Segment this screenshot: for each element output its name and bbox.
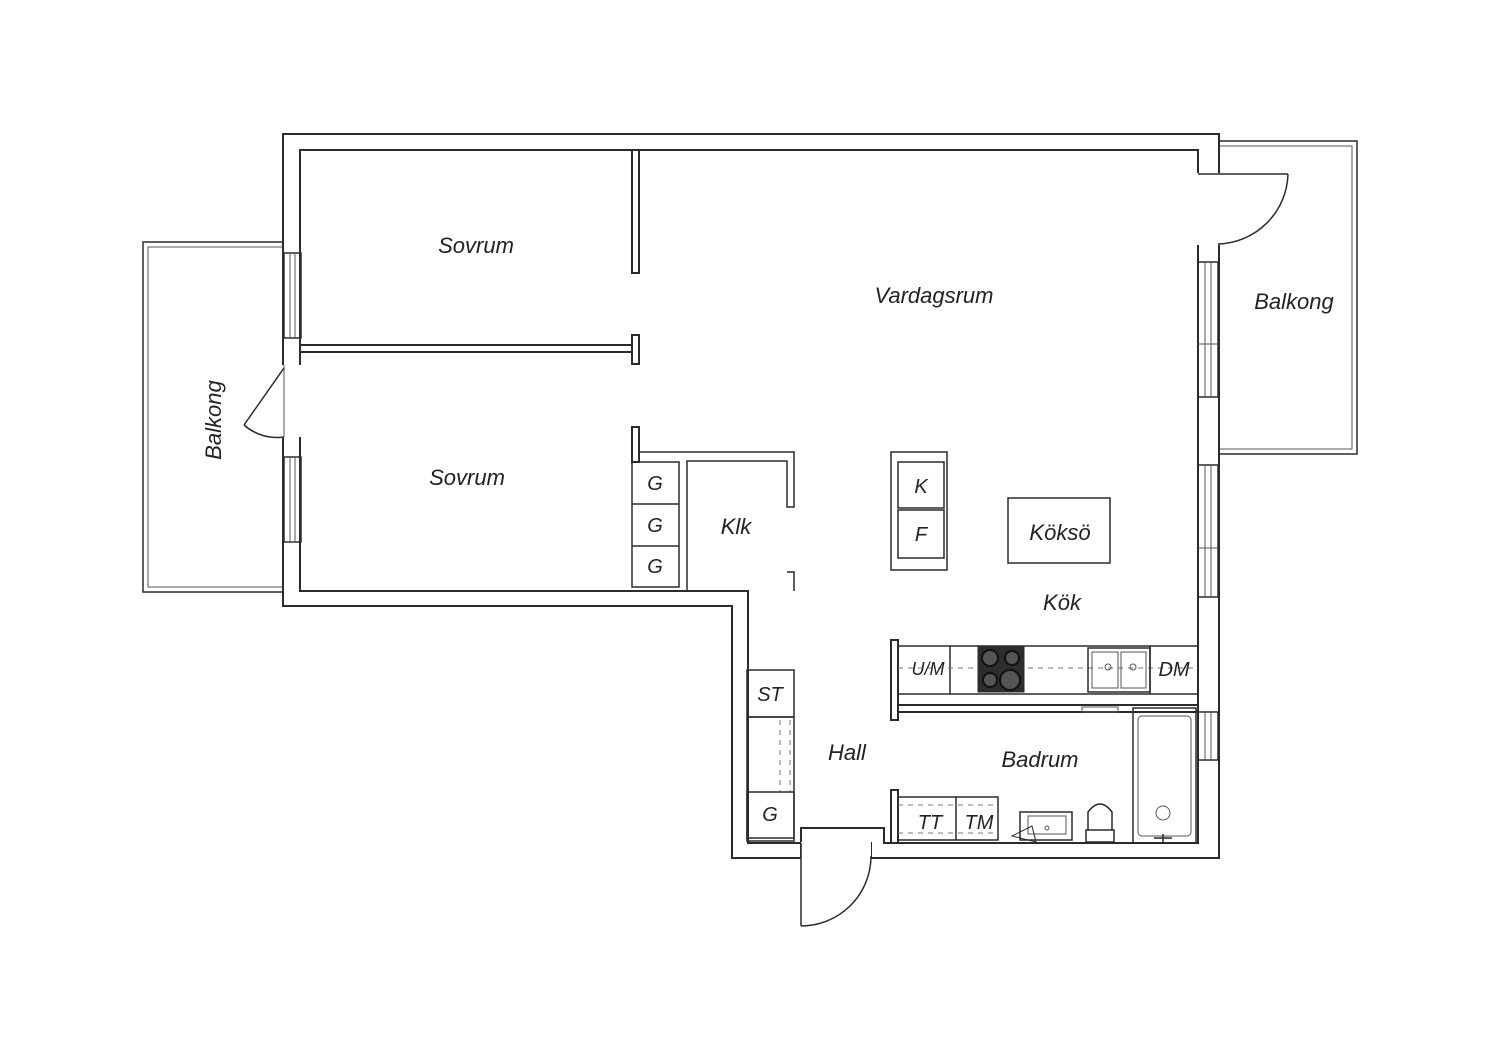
- freezer-label: F: [915, 524, 929, 546]
- hall-cabinets: [746, 669, 795, 842]
- dishwasher-label: DM: [1158, 659, 1189, 681]
- wardrobe-3-label: G: [647, 556, 663, 578]
- bathroom-fixtures: [897, 706, 1197, 844]
- room-label-walk-in-closet: Klk: [721, 514, 753, 539]
- kitchen-counter: [897, 645, 1199, 695]
- room-label-living-room: Vardagsrum: [874, 283, 993, 308]
- room-label-bedroom-bottom: Sovrum: [429, 465, 505, 490]
- washing-machine-label: TM: [965, 812, 994, 834]
- room-label-kitchen: Kök: [1043, 590, 1082, 615]
- room-label-bedroom-top: Sovrum: [438, 233, 514, 258]
- cleaning-closet-label: ST: [757, 684, 784, 706]
- hall-wardrobe-label: G: [762, 804, 778, 826]
- outer-walls: [282, 133, 1220, 859]
- room-label-balcony-right: Balkong: [1254, 289, 1334, 314]
- fridge-label: K: [914, 476, 929, 498]
- windows-right: [1197, 261, 1219, 761]
- room-label-hall: Hall: [828, 740, 867, 765]
- kitchen-island-label: Köksö: [1029, 520, 1090, 545]
- room-label-bathroom: Badrum: [1001, 747, 1078, 772]
- balcony-door-right: [1196, 173, 1289, 245]
- fridge-freezer: [890, 451, 948, 571]
- room-label-balcony-left: Balkong: [201, 379, 226, 459]
- wardrobe-2-label: G: [647, 515, 663, 537]
- windows-left: [283, 252, 302, 543]
- bedroom-wardrobes: [631, 461, 680, 588]
- entrance-door: [800, 842, 872, 927]
- dryer-label: TT: [918, 812, 944, 834]
- balcony-door-left: [243, 365, 304, 439]
- wardrobe-1-label: G: [647, 473, 663, 495]
- kitchen-island: [1007, 497, 1111, 564]
- microwave-label: U/M: [912, 659, 945, 679]
